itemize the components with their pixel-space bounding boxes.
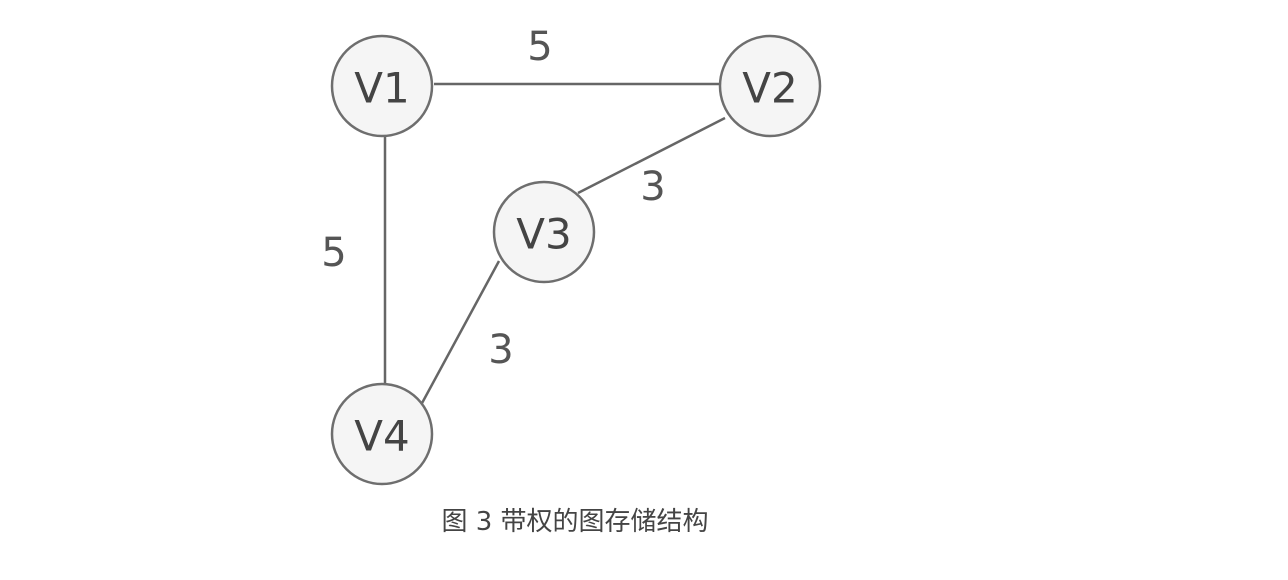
node-v2-label: V2 <box>742 64 797 113</box>
node-v4-label: V4 <box>354 412 409 461</box>
node-v3-label: V3 <box>516 210 571 259</box>
edge-weight-v2-v3: 3 <box>640 164 665 210</box>
figure-caption: 图 3 带权的图存储结构 <box>441 507 709 537</box>
node-v2: V2 <box>718 34 822 138</box>
node-v3-circle <box>492 180 596 284</box>
edge-v2-v3 <box>577 116 726 195</box>
node-v2-circle <box>718 34 822 138</box>
edge-weight-v1-v2: 5 <box>527 24 552 70</box>
node-v3: V3 <box>492 180 596 284</box>
node-v4: V4 <box>330 382 434 486</box>
edge-weight-v1-v4: 5 <box>321 230 346 276</box>
edge-weight-v3-v4: 3 <box>488 327 513 373</box>
node-v1-circle <box>330 34 434 138</box>
node-v1: V1 <box>330 34 434 138</box>
node-v4-circle <box>330 382 434 486</box>
node-v1-label: V1 <box>354 64 409 113</box>
edge-v3-v4 <box>419 260 501 406</box>
